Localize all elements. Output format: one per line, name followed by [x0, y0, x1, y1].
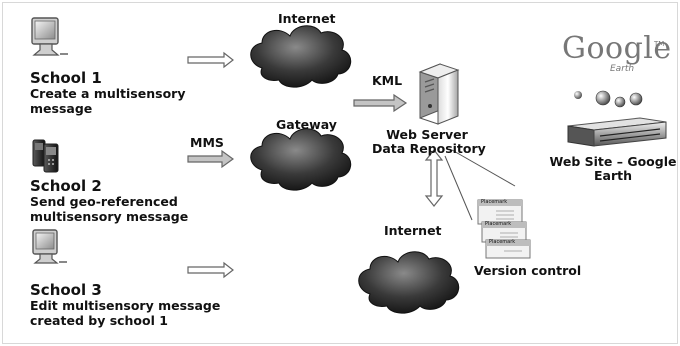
internet-bottom-label: Internet — [384, 223, 442, 238]
data-repository-line: Data Repository — [372, 141, 486, 157]
school-2-desc-line: multisensory message — [30, 208, 189, 224]
computer-icon-school-3 — [32, 229, 67, 264]
arrow-server-internet-bidirectional — [424, 149, 444, 207]
school-1-label: School 1 Create a multisensory message — [30, 69, 186, 116]
placemark-card — [477, 199, 523, 225]
school-3-label: School 3 Edit multisensory message creat… — [30, 281, 221, 328]
computer-icon-school-1 — [31, 17, 68, 56]
placemark-card-title: Placemark — [481, 199, 508, 205]
school-3-desc-line: Edit multisensory message — [30, 298, 221, 314]
placemark-card — [481, 221, 527, 243]
globe-icon — [614, 96, 626, 108]
version-control-label: Version control — [474, 263, 582, 278]
website-label: Web Site – Google Earth — [548, 154, 678, 184]
earth-icons — [574, 90, 643, 108]
school-2-desc-line: Send geo-referenced — [30, 194, 178, 210]
web-server-label: Web Server Data Repository — [372, 127, 486, 157]
placemark-card-title: Placemark — [485, 221, 512, 227]
arrow-school-1-to-internet — [187, 51, 234, 69]
google-logo-earth-subtext: Earth — [610, 64, 635, 74]
school-2-title: School 2 — [30, 177, 102, 195]
school-2-label: School 2 Send geo-referenced multisensor… — [30, 177, 189, 224]
gateway-label: Gateway — [276, 117, 337, 132]
mobile-phone-icon-school-2 — [32, 139, 59, 173]
arrow-school-2-to-gateway — [187, 149, 235, 169]
cloud-internet-bottom — [358, 251, 460, 314]
school-1-desc-line: Create a multisensory — [30, 86, 186, 102]
web-server-icon — [418, 63, 460, 125]
school-3-title: School 3 — [30, 281, 102, 299]
cloud-gateway — [250, 128, 352, 191]
internet-top-label: Internet — [278, 11, 336, 26]
placemark-card — [485, 239, 531, 259]
mms-label: MMS — [190, 135, 224, 150]
google-earth-logo: Google — [562, 31, 672, 67]
school-3-desc-line: created by school 1 — [30, 312, 168, 328]
website-line: Web Site – Google — [549, 154, 677, 169]
website-line: Earth — [593, 168, 632, 184]
cloud-internet-top — [250, 25, 352, 88]
web-server-line: Web Server — [386, 127, 468, 142]
school-1-title: School 1 — [30, 69, 102, 87]
school-1-desc-line: message — [30, 100, 93, 116]
small-globe-icon — [574, 91, 582, 99]
version-control-connectors — [444, 149, 516, 221]
google-logo-text: Google — [562, 31, 672, 66]
arrow-school-3-to-internet — [187, 261, 234, 279]
google-logo-tm: TM — [654, 40, 665, 48]
placemark-stack-icon — [477, 199, 531, 259]
globe-icon — [595, 90, 611, 106]
placemark-card-title: Placemark — [489, 239, 516, 245]
rack-server-icon — [567, 117, 667, 147]
arrow-kml-to-server — [353, 93, 408, 113]
globe-icon — [629, 92, 643, 106]
kml-label: KML — [372, 73, 403, 88]
